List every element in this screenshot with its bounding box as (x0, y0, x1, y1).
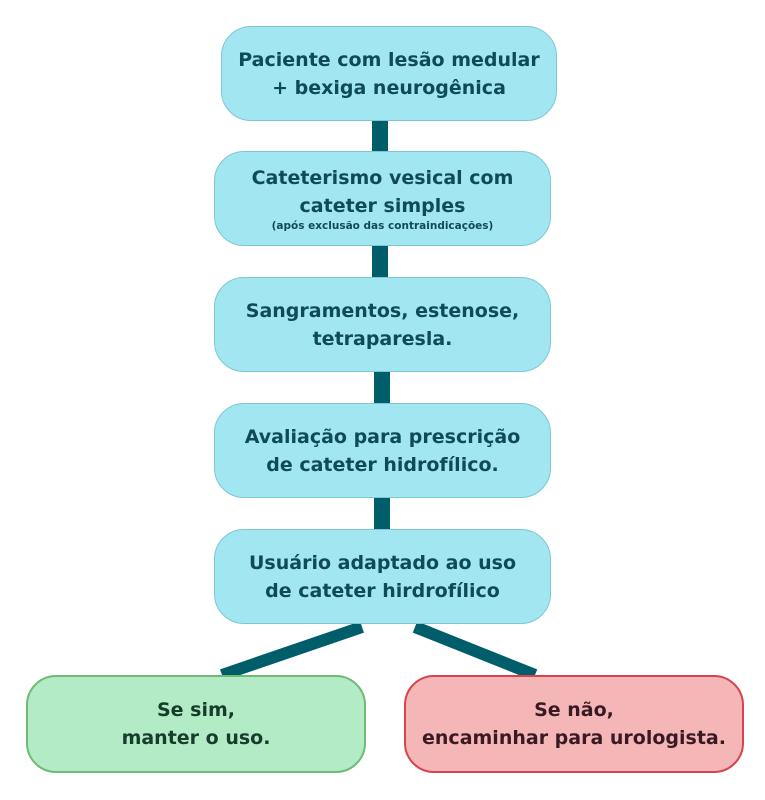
connector-5-nao (412, 621, 538, 681)
node-paciente-line-1: Paciente com lesão medular (238, 48, 540, 71)
node-cateterismo-note: (após exclusão das contraindicações) (271, 220, 494, 232)
node-avaliacao-line-2: de cateter hidrofílico. (266, 453, 499, 476)
node-sim-line-2: manter o uso. (121, 727, 271, 749)
node-cateterismo-line-1: Cateterismo vesical com (251, 167, 514, 189)
node-paciente: Paciente com lesão medular + bexiga neur… (221, 26, 557, 121)
node-cateterismo-line-2: cateter simples (299, 195, 466, 217)
node-usuario: Usuário adaptado ao uso de cateter hirdr… (214, 529, 551, 624)
node-sangramentos-line-2: tetraparesla. (312, 327, 453, 350)
node-cateterismo: Cateterismo vesical com cateter simples … (214, 151, 551, 246)
node-sangramentos: Sangramentos, estenose, tetraparesla. (214, 277, 551, 372)
node-nao: Se não, encaminhar para urologista. (404, 675, 744, 773)
node-sim-line-1: Se sim, (156, 699, 236, 721)
node-avaliacao-line-1: Avaliação para prescrição (244, 425, 521, 448)
node-paciente-line-2: + bexiga neurogênica (272, 76, 506, 99)
node-avaliacao: Avaliação para prescrição de cateter hid… (214, 403, 551, 498)
node-nao-line-1: Se não, (534, 699, 614, 721)
connector-5-sim (220, 621, 364, 681)
node-usuario-line-1: Usuário adaptado ao uso (248, 551, 517, 574)
node-sangramentos-line-1: Sangramentos, estenose, (245, 299, 520, 322)
node-nao-line-2: encaminhar para urologista. (422, 727, 726, 749)
node-usuario-line-2: de cateter hirdrofílico (265, 579, 500, 602)
node-sim: Se sim, manter o uso. (26, 675, 366, 773)
